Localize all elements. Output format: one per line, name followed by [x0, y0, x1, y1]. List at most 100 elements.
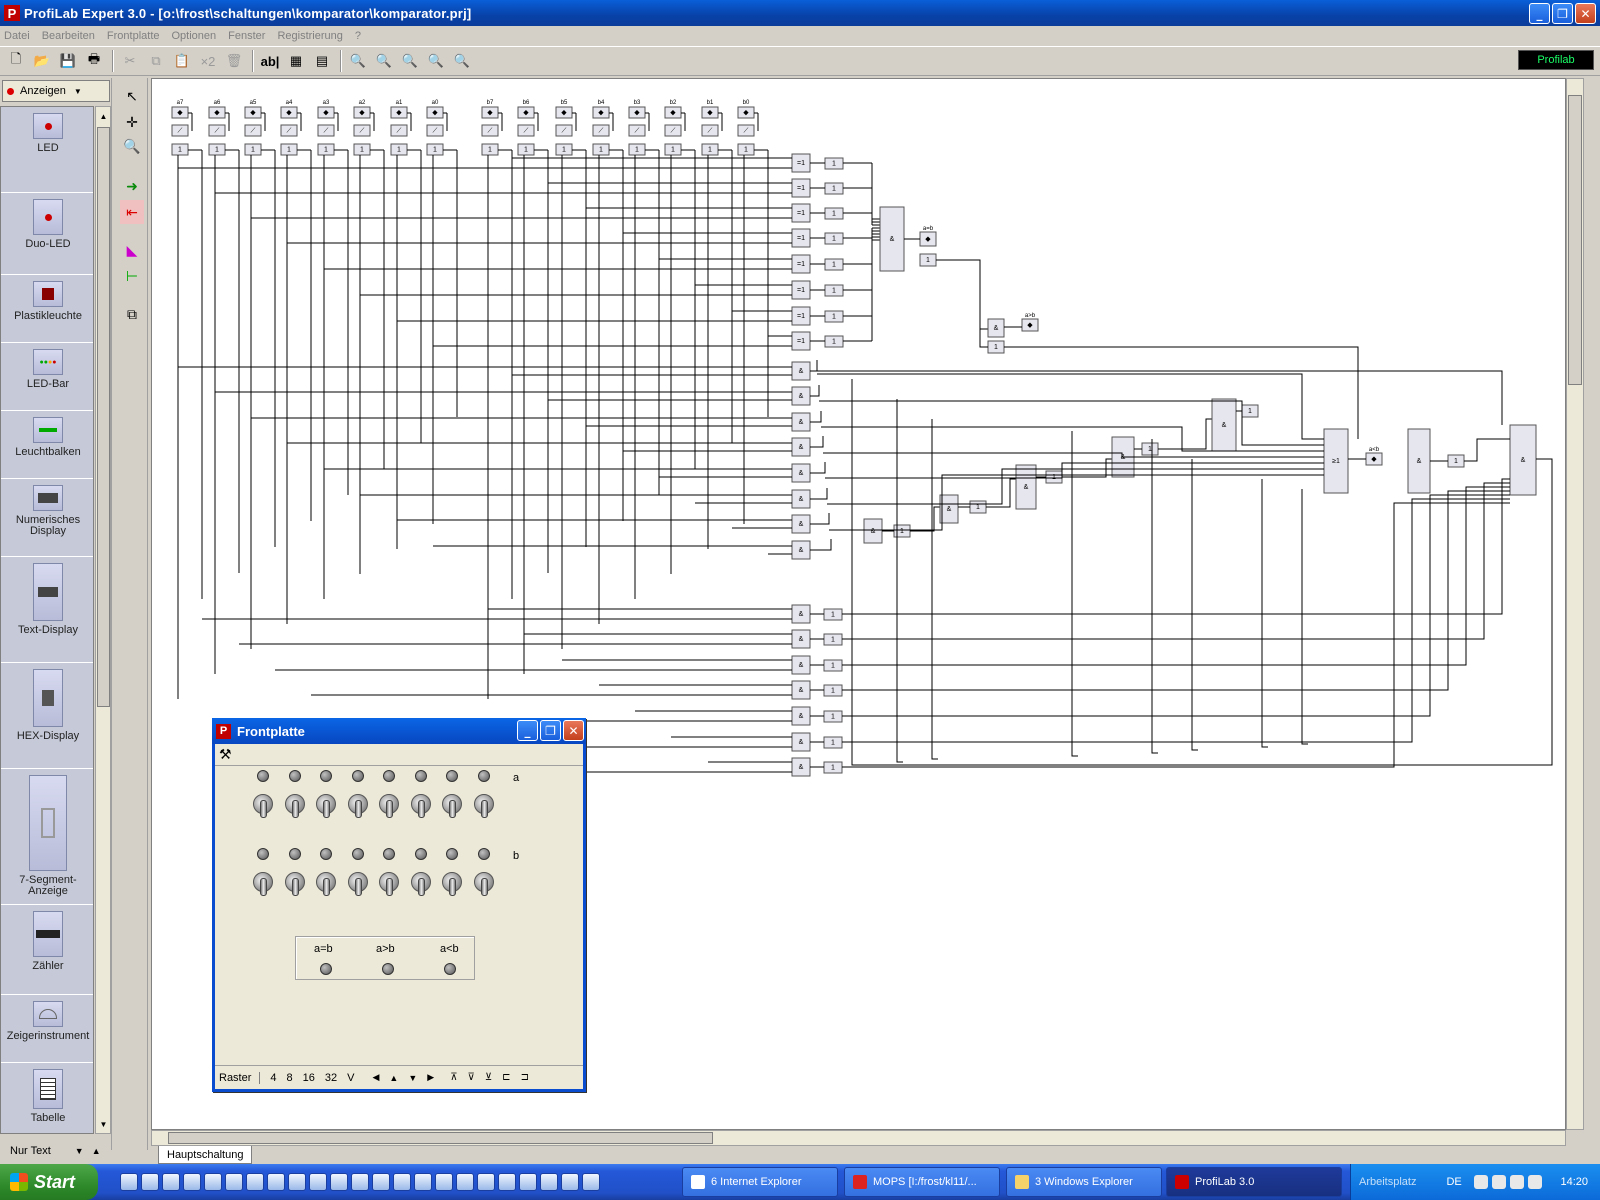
quicklaunch-icon[interactable] [540, 1173, 558, 1191]
chevron-up-icon[interactable]: ▲ [91, 1146, 101, 1156]
copy-icon[interactable]: ⧉ [151, 53, 161, 68]
toggle-switch[interactable] [472, 786, 496, 820]
schematic-drawing[interactable]: a7◆⟋1a6◆⟋1a5◆⟋1a4◆⟋1a3◆⟋1a2◆⟋1a1◆⟋1a0◆⟋1… [152, 79, 1566, 1130]
scroll-thumb[interactable] [97, 127, 110, 707]
palette-item-duo-led[interactable]: Duo-LED [1, 193, 93, 275]
tray-label[interactable]: Arbeitsplatz [1359, 1176, 1417, 1188]
save-icon[interactable]: 💾 [59, 53, 77, 68]
tray-icon[interactable] [1491, 1175, 1506, 1189]
minimize-button[interactable]: _ [1529, 3, 1550, 24]
toggle-switch[interactable] [314, 864, 338, 898]
quicklaunch-icon[interactable] [309, 1173, 327, 1191]
quicklaunch-icon[interactable] [519, 1173, 537, 1191]
raster-32[interactable]: 32 [324, 1071, 338, 1084]
stop-icon[interactable]: ⇤ [120, 200, 144, 224]
quicklaunch-icon[interactable] [435, 1173, 453, 1191]
palette-item-numerisches-display[interactable]: Numerisches Display [1, 479, 93, 557]
canvas-horizontal-scrollbar[interactable] [151, 1130, 1566, 1146]
quicklaunch-icon[interactable] [183, 1173, 201, 1191]
menu-fenster[interactable]: Fenster [228, 30, 266, 42]
print-icon[interactable]: 🖶 [87, 51, 101, 66]
logic-level-icon[interactable]: ◣ [126, 241, 138, 258]
palette-item-zaehler[interactable]: Zähler [1, 905, 93, 995]
scroll-thumb[interactable] [1568, 95, 1582, 385]
align-left-icon[interactable]: ⊏ [502, 1072, 511, 1083]
tray-icon[interactable] [1509, 1175, 1524, 1189]
quicklaunch-icon[interactable] [561, 1173, 579, 1191]
menu-help[interactable]: ? [354, 30, 361, 42]
window-title-bar[interactable]: P ProfiLab Expert 3.0 - [o:\frost\schalt… [0, 0, 1600, 26]
category-dropdown[interactable]: Anzeigen ▼ [2, 80, 110, 102]
move-down-icon[interactable]: ▼ [408, 1072, 418, 1083]
raster-8[interactable]: 8 [286, 1071, 293, 1084]
align-right-icon[interactable]: ⊐ [520, 1072, 529, 1083]
toggle-switch[interactable] [283, 786, 307, 820]
palette-item-leuchtbalken[interactable]: Leuchtbalken [1, 411, 93, 479]
palette-item-plastikleuchte[interactable]: Plastikleuchte [1, 275, 93, 343]
scroll-down-icon[interactable]: ▼ [99, 1119, 108, 1129]
palette-item-7-segment[interactable]: 7-Segment-Anzeige [1, 769, 93, 905]
window-swap-icon[interactable]: ⧉ [127, 305, 137, 322]
run-arrow-icon[interactable]: ➜ [126, 177, 138, 194]
magnifier-icon[interactable]: 🔍 [123, 137, 141, 154]
toggle-switch[interactable] [440, 786, 464, 820]
tools-hammer-icon[interactable]: ⚒ [219, 746, 232, 762]
start-button[interactable]: Start [0, 1164, 98, 1200]
open-folder-icon[interactable]: 📂 [33, 53, 51, 68]
toggle-switch[interactable] [472, 864, 496, 898]
quicklaunch-icon[interactable] [225, 1173, 243, 1191]
quicklaunch-icon[interactable] [582, 1173, 600, 1191]
raster-4[interactable]: 4 [270, 1071, 277, 1084]
zoom-in-icon[interactable]: 🔍 [349, 53, 367, 68]
toggle-switch[interactable] [409, 864, 433, 898]
close-button[interactable]: ✕ [1575, 3, 1596, 24]
quicklaunch-icon[interactable] [141, 1173, 159, 1191]
close-button[interactable]: ✕ [563, 720, 584, 741]
quicklaunch-icon[interactable] [498, 1173, 516, 1191]
zoom-out-icon[interactable]: 🔍 [375, 53, 393, 68]
frontplatte-title-bar[interactable]: P Frontplatte _ ❐ ✕ [212, 718, 586, 744]
toggle-switch[interactable] [251, 786, 275, 820]
new-file-icon[interactable]: 🗋 [10, 51, 22, 66]
maximize-button[interactable]: ❐ [540, 720, 561, 741]
task-internet-explorer[interactable]: 6 Internet Explorer [682, 1167, 838, 1197]
toggle-switch[interactable] [346, 786, 370, 820]
quicklaunch-icon[interactable] [246, 1173, 264, 1191]
pin-icon[interactable]: ⊢ [125, 267, 139, 284]
quicklaunch-icon[interactable] [267, 1173, 285, 1191]
task-mops[interactable]: MOPS [I:/frost/kl11/... [844, 1167, 1000, 1197]
menu-bearbeiten[interactable]: Bearbeiten [41, 30, 95, 42]
language-indicator[interactable]: DE [1446, 1176, 1462, 1188]
toggle-switch[interactable] [251, 864, 275, 898]
palette-item-led-bar[interactable]: ●●●● LED-Bar [1, 343, 93, 411]
tray-icon[interactable] [1473, 1175, 1488, 1189]
quicklaunch-icon[interactable] [351, 1173, 369, 1191]
move-up-icon[interactable]: ▲ [389, 1072, 399, 1083]
toggle-switch[interactable] [314, 786, 338, 820]
menu-datei[interactable]: Datei [4, 30, 30, 42]
palette-item-tabelle[interactable]: Tabelle [1, 1063, 93, 1133]
palette-filter[interactable]: Nur Text ▼ ▲ [2, 1140, 110, 1162]
grid-icon[interactable]: ▦ [289, 53, 303, 68]
move-left-icon[interactable]: ◀ [372, 1072, 380, 1082]
scroll-thumb[interactable] [168, 1132, 713, 1144]
task-profilab[interactable]: ProfiLab 3.0 [1166, 1167, 1342, 1197]
paste-icon[interactable]: 📋 [173, 53, 191, 68]
cut-icon[interactable]: ✂ [124, 53, 136, 68]
scroll-up-icon[interactable]: ▲ [99, 111, 108, 121]
quicklaunch-icon[interactable] [120, 1173, 138, 1191]
task-windows-explorer[interactable]: 3 Windows Explorer [1006, 1167, 1162, 1197]
toggle-switch[interactable] [283, 864, 307, 898]
minimize-button[interactable]: _ [517, 720, 538, 741]
palette-scrollbar[interactable]: ▲ ▼ [95, 106, 111, 1134]
toggle-switch[interactable] [409, 786, 433, 820]
align-bottom-icon[interactable]: ⊻ [484, 1072, 493, 1083]
tab-hauptschaltung[interactable]: Hauptschaltung [158, 1146, 253, 1164]
quicklaunch-icon[interactable] [330, 1173, 348, 1191]
quicklaunch-icon[interactable] [372, 1173, 390, 1191]
canvas-vertical-scrollbar[interactable] [1566, 78, 1584, 1130]
raster-v[interactable]: V [347, 1071, 355, 1084]
zoom-disabled-icon[interactable]: 🔍 [453, 53, 471, 68]
align-top-icon[interactable]: ⊼ [450, 1072, 458, 1083]
move-right-icon[interactable]: ▶ [427, 1072, 435, 1082]
